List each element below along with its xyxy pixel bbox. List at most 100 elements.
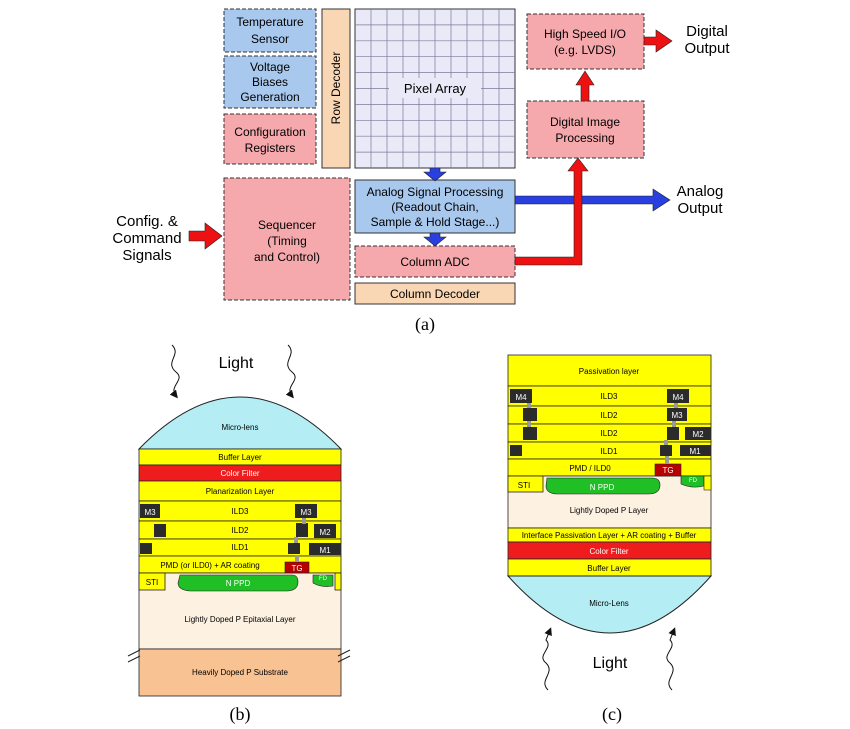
- digital-output-line1: Digital: [686, 23, 728, 40]
- arrows: [188, 29, 673, 266]
- sti-b: [138, 572, 166, 591]
- via-b-1: [302, 518, 306, 524]
- m2-label-c: M2: [692, 430, 704, 439]
- high-speed-io-line1: High Speed I/O: [544, 27, 626, 41]
- micro-lens-c: [506, 575, 713, 634]
- m2-right-c: [685, 427, 711, 440]
- ild2-label-b: ILD2: [232, 526, 249, 535]
- digital-output-line2: Output: [684, 40, 730, 57]
- configuration-registers-line2: Registers: [245, 141, 296, 155]
- voltage-biases-line2: Biases: [252, 75, 288, 89]
- caption-a: (a): [415, 314, 435, 335]
- m1-label-b: M1: [319, 546, 331, 555]
- m1-block-b: [288, 543, 300, 554]
- temperature-sensor-line1: Temperature: [236, 15, 304, 29]
- m2-left-c: [523, 427, 537, 440]
- via-c-r2: [672, 421, 676, 427]
- asp-line1: Analog Signal Processing: [367, 185, 504, 199]
- m1-left-b: [140, 543, 152, 554]
- pixel-array-block: Pixel Array: [354, 8, 516, 169]
- sti-c: [507, 475, 544, 493]
- via-c-l2: [527, 421, 531, 427]
- substrate-b: [138, 648, 342, 697]
- light-label-c: Light: [593, 655, 628, 672]
- color-filter-label-b: Color Filter: [220, 469, 259, 478]
- row-decoder-block: Row Decoder: [321, 8, 351, 169]
- analog-signal-processing-block: Analog Signal Processing (Readout Chain,…: [354, 179, 516, 234]
- m4-left-c: [510, 389, 532, 403]
- via-b-3: [295, 555, 299, 562]
- light-label-b: Light: [219, 355, 254, 372]
- color-filter-label-c: Color Filter: [589, 547, 628, 556]
- pixel-to-asp-arrow: [423, 167, 447, 182]
- ild2-label-c: ILD2: [601, 411, 618, 420]
- light-ray-left-b: [169, 344, 180, 399]
- planarization-label-b: Planarization Layer: [206, 487, 275, 496]
- fd-b: [312, 574, 334, 587]
- m3-left-label-b: M3: [144, 508, 156, 517]
- row-decoder-label: Row Decoder: [329, 52, 343, 125]
- caption-b: (b): [230, 704, 251, 725]
- m1-block-c: [660, 445, 672, 456]
- m2-label-b: M2: [319, 528, 331, 537]
- analog-output-line2: Output: [677, 200, 723, 217]
- pmd-label-c: PMD / ILD0: [569, 464, 611, 473]
- m4-right-label-c: M4: [672, 393, 684, 402]
- ild1-label-b: ILD1: [232, 543, 249, 552]
- column-adc-block: Column ADC: [354, 245, 516, 278]
- m3-right-c: [667, 408, 687, 421]
- m3-left-c: [523, 408, 537, 421]
- m1-left-c: [510, 445, 522, 456]
- asp-line2: (Readout Chain,: [391, 200, 478, 214]
- via-c-r1: [674, 403, 678, 408]
- pixel-array-grid: [355, 9, 515, 168]
- substrate-label-b: Heavily Doped P Substrate: [192, 668, 288, 677]
- epi-label-b: Lightly Doped P Epitaxial Layer: [184, 615, 295, 624]
- ild2b-label-c: ILD2: [601, 429, 618, 438]
- tg-label-b: TG: [291, 564, 302, 573]
- adc-to-dip-arrow: [514, 157, 589, 266]
- m1-right-c: [680, 445, 711, 456]
- pixel-array-label: Pixel Array: [404, 81, 467, 96]
- dip-line2: Processing: [555, 131, 614, 145]
- ild3-label-b: ILD3: [232, 507, 249, 516]
- n-ppd-label-c: N PPD: [590, 483, 615, 492]
- buffer-layer-label-c: Buffer Layer: [587, 564, 631, 573]
- temperature-sensor-block: Temperature Sensor: [223, 8, 317, 53]
- column-adc-label: Column ADC: [400, 255, 470, 269]
- m2-right-b: [314, 524, 336, 538]
- light-ray-right-b: [285, 344, 296, 399]
- voltage-biases-block: Voltage Biases Generation: [223, 55, 317, 109]
- voltage-biases-line1: Voltage: [250, 60, 290, 74]
- ild1-label-c: ILD1: [601, 447, 618, 456]
- light-ray-right-c: [666, 627, 676, 691]
- panel-a-block-diagram: Temperature Sensor Voltage Biases Genera…: [112, 8, 730, 335]
- temperature-sensor-line2: Sensor: [251, 32, 289, 46]
- sti-label-c: STI: [518, 481, 530, 490]
- m4-left-label-c: M4: [515, 393, 527, 402]
- buffer-layer-label-b: Buffer Layer: [218, 453, 262, 462]
- micro-lens-label-b: Micro-lens: [222, 423, 259, 432]
- ild3-label-c: ILD3: [601, 392, 618, 401]
- m4-right-c: [667, 389, 689, 403]
- m3-right-b: [295, 504, 317, 518]
- digital-output-arrow: [643, 29, 673, 53]
- n-ppd-label-b: N PPD: [226, 579, 251, 588]
- configuration-registers-block: Configuration Registers: [223, 113, 317, 165]
- asp-to-adc-arrow: [423, 232, 447, 247]
- via-c-r4: [665, 456, 669, 464]
- m3-right-label-b: M3: [300, 508, 312, 517]
- sequencer-block: Sequencer (Timing and Control): [223, 177, 351, 301]
- fd-label-c: FD: [689, 478, 698, 484]
- sequencer-line2: (Timing: [267, 234, 307, 248]
- asp-line3: Sample & Hold Stage...): [371, 215, 500, 229]
- micro-lens-label-c: Micro-Lens: [589, 599, 629, 608]
- m3-label-c: M3: [671, 411, 683, 420]
- passivation-layer-c: [507, 354, 712, 387]
- dip-line1: Digital Image: [550, 115, 620, 129]
- high-speed-io-block: High Speed I/O (e.g. LVDS): [526, 13, 645, 70]
- sti-label-b: STI: [146, 578, 158, 587]
- config-input-arrow: [188, 222, 223, 250]
- sequencer-line3: and Control): [254, 250, 320, 264]
